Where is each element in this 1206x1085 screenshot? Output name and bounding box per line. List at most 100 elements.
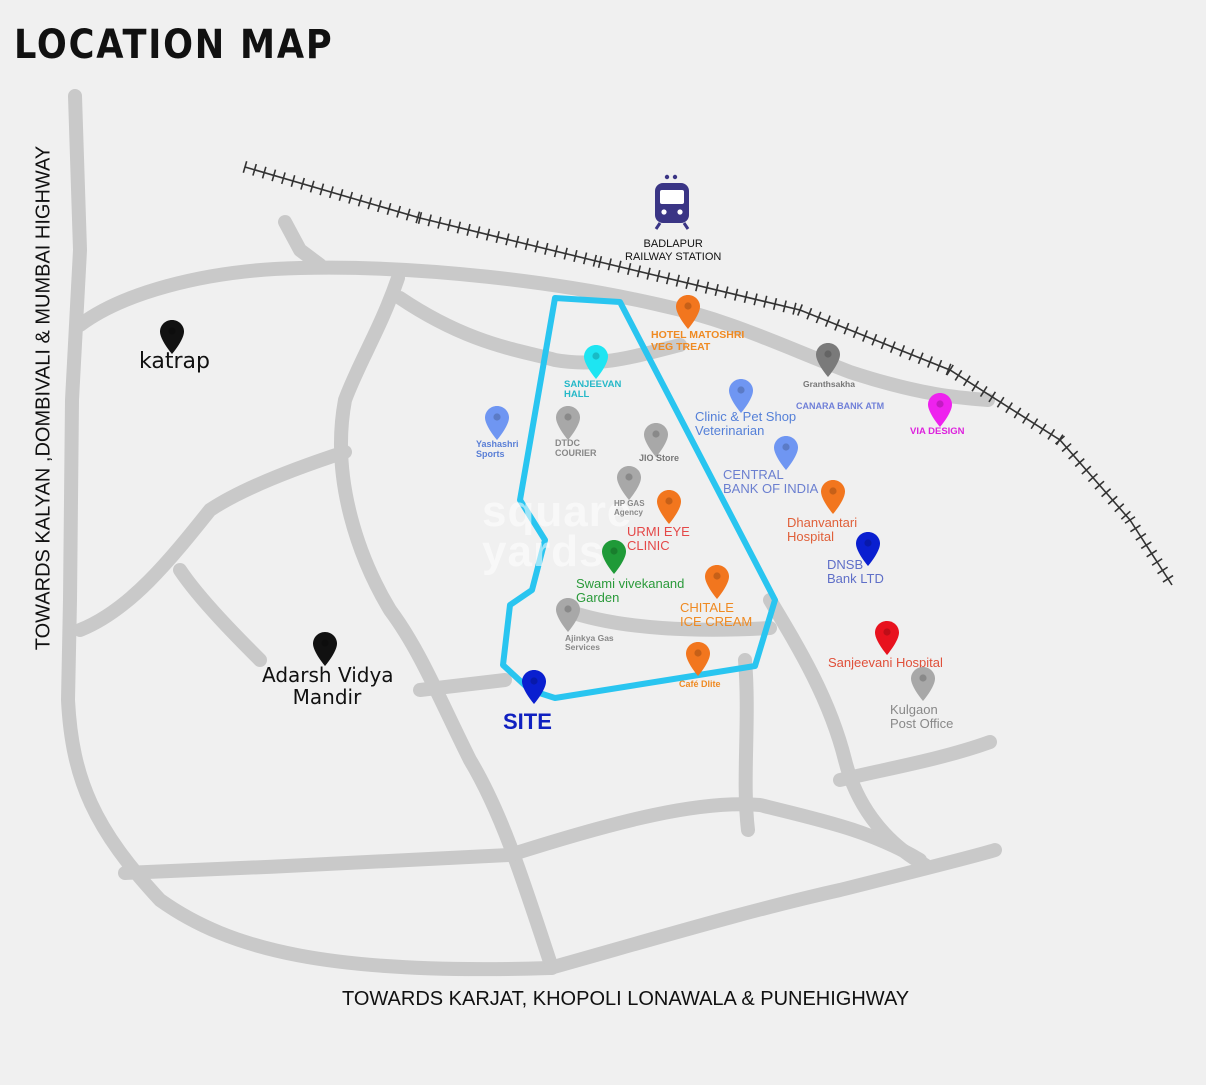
rail-tie (1151, 558, 1163, 566)
rail-tie (1135, 532, 1147, 541)
rail-tie (626, 262, 632, 276)
rail-tie (338, 188, 344, 201)
rail-tie (505, 233, 510, 246)
rail-tie (271, 169, 277, 182)
ajinkya-gas-label: Ajinkya Gas Services (565, 633, 614, 653)
direction-label-west: TOWARDS KALYAN ,DOMBIVALI & MUMBAI HIGHW… (32, 145, 55, 651)
rail-tie (396, 205, 402, 218)
rail-tie (1054, 435, 1066, 445)
rail-tie (597, 255, 603, 269)
rail-tie (367, 197, 373, 210)
rail-tie (417, 211, 423, 225)
kulgaon-post-office-label: Kulgaon Post Office (890, 702, 954, 732)
rail-tie (495, 230, 500, 244)
road-east-link (833, 735, 997, 787)
rail-tie (386, 202, 392, 215)
rail-tie (357, 194, 363, 207)
sanjeevani-hospital-pin-icon (875, 621, 899, 655)
rail-tie (917, 352, 924, 365)
rail-tie (290, 175, 296, 187)
rail-tie (675, 274, 680, 287)
rail-tie (862, 330, 868, 342)
rail-tie (348, 191, 354, 204)
rail-tie (1030, 418, 1039, 430)
rail-tie (466, 223, 471, 236)
central-bank-pin-icon (774, 436, 798, 470)
road-east (763, 593, 932, 872)
dhanvantari-hospital-pin-icon (821, 480, 845, 514)
rail-tie (988, 391, 997, 403)
rail-tie (1129, 524, 1141, 533)
rail-tie (1061, 442, 1072, 453)
rail-tie (476, 226, 481, 239)
rail-tie (1022, 412, 1030, 424)
rail-tie (927, 356, 933, 368)
rail-tie (573, 249, 578, 263)
rail-tie (880, 337, 887, 350)
rail-tie (1140, 541, 1152, 550)
katrap-label: katrap (139, 349, 210, 374)
rail-tie (582, 252, 588, 265)
rail-tie (936, 359, 943, 372)
granthsakha-label: Granthsakha (803, 379, 855, 389)
rail-tie (319, 183, 325, 196)
rail-tie (743, 290, 749, 304)
dtdc-courier-label: DTDC COURIER (555, 438, 597, 458)
site-pin-icon (522, 670, 546, 704)
rail-tie (1087, 473, 1098, 483)
rail-tie (665, 272, 671, 285)
rail-tie (456, 221, 462, 234)
jio-store-pin-icon (644, 423, 668, 457)
katrap-pin-icon (160, 320, 184, 354)
hotel-matoshri-label: HOTEL MATOSHRI VEG TREAT (651, 329, 745, 353)
rail-tie (695, 279, 700, 292)
rail-tie (524, 238, 530, 251)
road-north-spur (278, 215, 327, 272)
rail-tie (1114, 503, 1125, 513)
swami-vivekanand-garden-pin-icon (602, 540, 626, 574)
urmi-eye-clinic-pin-icon (657, 490, 681, 524)
rail-tie (797, 304, 803, 316)
yashashri-sports-label: Yashashri Sports (476, 439, 519, 459)
rail-tie (563, 247, 568, 260)
sanjeevan-hall-pin-icon (584, 345, 608, 379)
dnsb-bank-label: DNSB Bank LTD (827, 557, 884, 587)
rail-tie (724, 286, 729, 299)
rail-tie (1107, 495, 1118, 505)
central-bank-label: CENTRAL BANK OF INDIA (723, 467, 819, 497)
rail-tie (763, 295, 768, 308)
rail-tie (1120, 510, 1131, 520)
cafe-dlite-label: Café Dlite (679, 679, 721, 689)
rail-tie (889, 341, 896, 354)
rail-tie (996, 396, 1005, 408)
rail-tie (824, 315, 831, 328)
road-site-access (413, 673, 512, 697)
canara-bank-atm-label: CANARA BANK ATM (796, 401, 885, 411)
rail-tie (753, 293, 758, 306)
rail-tie (328, 186, 334, 199)
rail-tie (592, 254, 598, 267)
rail-tie (899, 344, 906, 357)
train-icon (654, 174, 690, 230)
rail-tie (544, 242, 549, 255)
rail-tie (971, 380, 980, 392)
road-inner-curve (558, 603, 777, 637)
rail-tie (514, 235, 520, 248)
rail-tie (954, 369, 963, 381)
road-station-branch (393, 291, 687, 370)
clinic-pet-shop-pin-icon (729, 379, 753, 413)
rail-tie (815, 311, 822, 324)
road-west-link (173, 563, 267, 667)
rail-tie (843, 322, 850, 335)
rail-tie (962, 375, 971, 387)
rail-tie (1101, 488, 1112, 498)
rail-tie (252, 163, 258, 176)
rail-tie (300, 177, 306, 190)
yashashri-sports-pin-icon (485, 406, 509, 440)
via-design-label: VIA DESIGN (910, 426, 965, 437)
rail-tie (309, 180, 315, 193)
rail-tie (646, 267, 651, 280)
rail-tie (792, 302, 797, 315)
rail-tie (242, 161, 248, 173)
